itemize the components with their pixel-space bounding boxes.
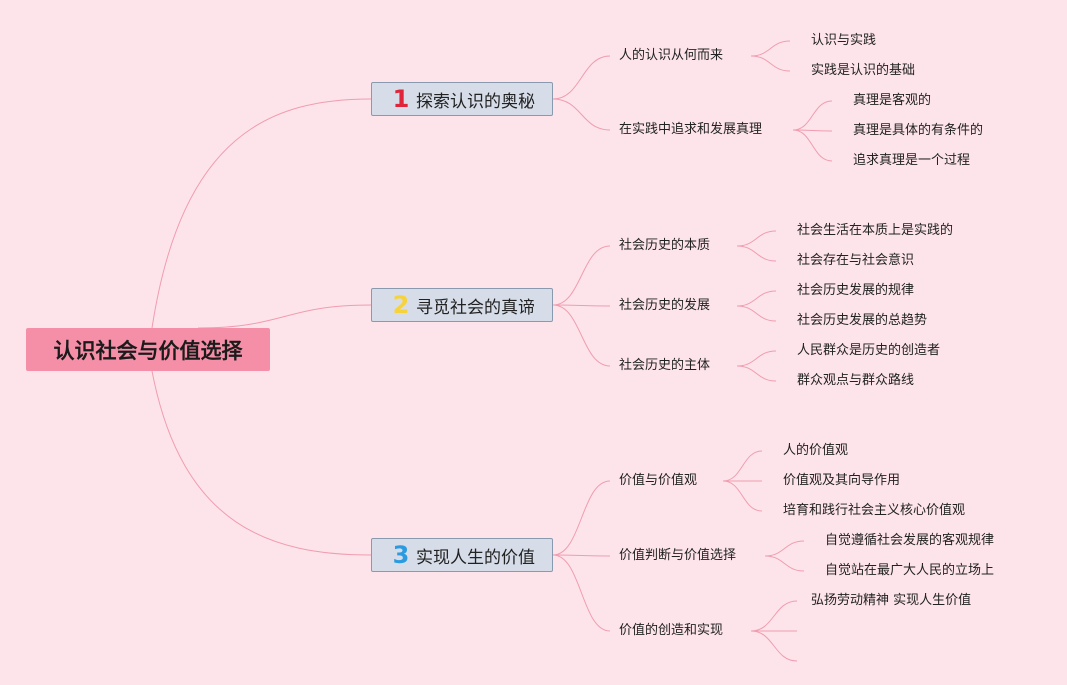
- branch-number-2: 2: [392, 291, 410, 319]
- leaf-topic[interactable]: 社会存在与社会意识: [797, 253, 915, 268]
- connector-curve: [151, 370, 372, 556]
- leaf-topic[interactable]: 实践是认识的基础: [811, 63, 916, 78]
- connector-curve: [792, 100, 833, 131]
- connector-curve: [736, 350, 777, 367]
- connector-curve: [552, 245, 611, 306]
- connector-curve: [552, 554, 611, 632]
- branch-label-2: 寻觅社会的真谛: [416, 297, 535, 318]
- leaf-topic[interactable]: 培育和践行社会主义核心价值观: [783, 503, 966, 518]
- subtopic[interactable]: 社会历史的发展: [619, 298, 711, 313]
- leaf-topic[interactable]: 人民群众是历史的创造者: [797, 343, 941, 358]
- subtopic[interactable]: 价值的创造和实现: [619, 623, 724, 638]
- connector-curve: [736, 305, 777, 322]
- connector-curve: [792, 129, 833, 132]
- branch-label-3: 实现人生的价值: [416, 547, 535, 568]
- connector-curve: [736, 230, 777, 247]
- connector-curve: [750, 40, 791, 57]
- branch-topic-3[interactable]: 3 实现人生的价值: [371, 538, 553, 572]
- subtopic[interactable]: 在实践中追求和发展真理: [619, 122, 763, 137]
- leaf-topic[interactable]: 认识与实践: [811, 33, 877, 48]
- connector-curve: [764, 555, 805, 572]
- leaf-topic[interactable]: 追求真理是一个过程: [853, 153, 971, 168]
- leaf-topic[interactable]: 群众观点与群众路线: [797, 373, 915, 388]
- leaf-topic[interactable]: 自觉站在最广大人民的立场上: [825, 563, 995, 578]
- branch-number-3: 3: [392, 541, 410, 569]
- connector-curve: [552, 98, 611, 131]
- leaf-topic[interactable]: 社会生活在本质上是实践的: [797, 223, 954, 238]
- connector-curve: [552, 55, 611, 100]
- leaf-topic[interactable]: 社会历史发展的规律: [797, 283, 915, 298]
- connector-curve: [552, 554, 611, 557]
- branch-topic-1[interactable]: 1 探索认识的奥秘: [371, 82, 553, 116]
- connector-curve: [792, 129, 833, 162]
- root-topic-label: 认识社会与价值选择: [53, 338, 243, 363]
- branch-number-1: 1: [392, 85, 410, 113]
- leaf-topic[interactable]: 价值观及其向导作用: [783, 473, 901, 488]
- connector-curve: [722, 450, 763, 482]
- connector-curve: [764, 540, 805, 557]
- subtopic[interactable]: 价值判断与价值选择: [619, 548, 737, 563]
- connector-curve: [552, 304, 611, 367]
- connector-curve: [736, 290, 777, 307]
- subtopic[interactable]: 社会历史的主体: [619, 358, 711, 373]
- connector-curve: [552, 480, 611, 556]
- connector-curve: [750, 630, 798, 662]
- connector-curve: [736, 245, 777, 262]
- subtopic[interactable]: 价值与价值观: [619, 473, 698, 488]
- connector-curve: [722, 480, 763, 512]
- leaf-topic[interactable]: 真理是客观的: [853, 93, 932, 108]
- connector-curve: [197, 304, 372, 329]
- subtopic[interactable]: 社会历史的本质: [619, 238, 711, 253]
- leaf-topic[interactable]: 社会历史发展的总趋势: [797, 313, 928, 328]
- branch-label-1: 探索认识的奥秘: [416, 91, 535, 112]
- connector-curve: [151, 98, 372, 329]
- branch-topic-2[interactable]: 2 寻觅社会的真谛: [371, 288, 553, 322]
- connector-curve: [736, 365, 777, 382]
- leaf-topic[interactable]: 弘扬劳动精神 实现人生价值: [811, 593, 972, 608]
- leaf-topic[interactable]: 人的价值观: [783, 443, 849, 458]
- root-topic[interactable]: 认识社会与价值选择: [26, 328, 270, 371]
- subtopic[interactable]: 人的认识从何而来: [619, 48, 724, 63]
- connector-curve: [552, 304, 611, 307]
- leaf-topic[interactable]: 真理是具体的有条件的: [853, 123, 984, 138]
- connector-curve: [750, 55, 791, 72]
- leaf-topic[interactable]: 自觉遵循社会发展的客观规律: [825, 533, 995, 548]
- connector-curve: [750, 600, 798, 632]
